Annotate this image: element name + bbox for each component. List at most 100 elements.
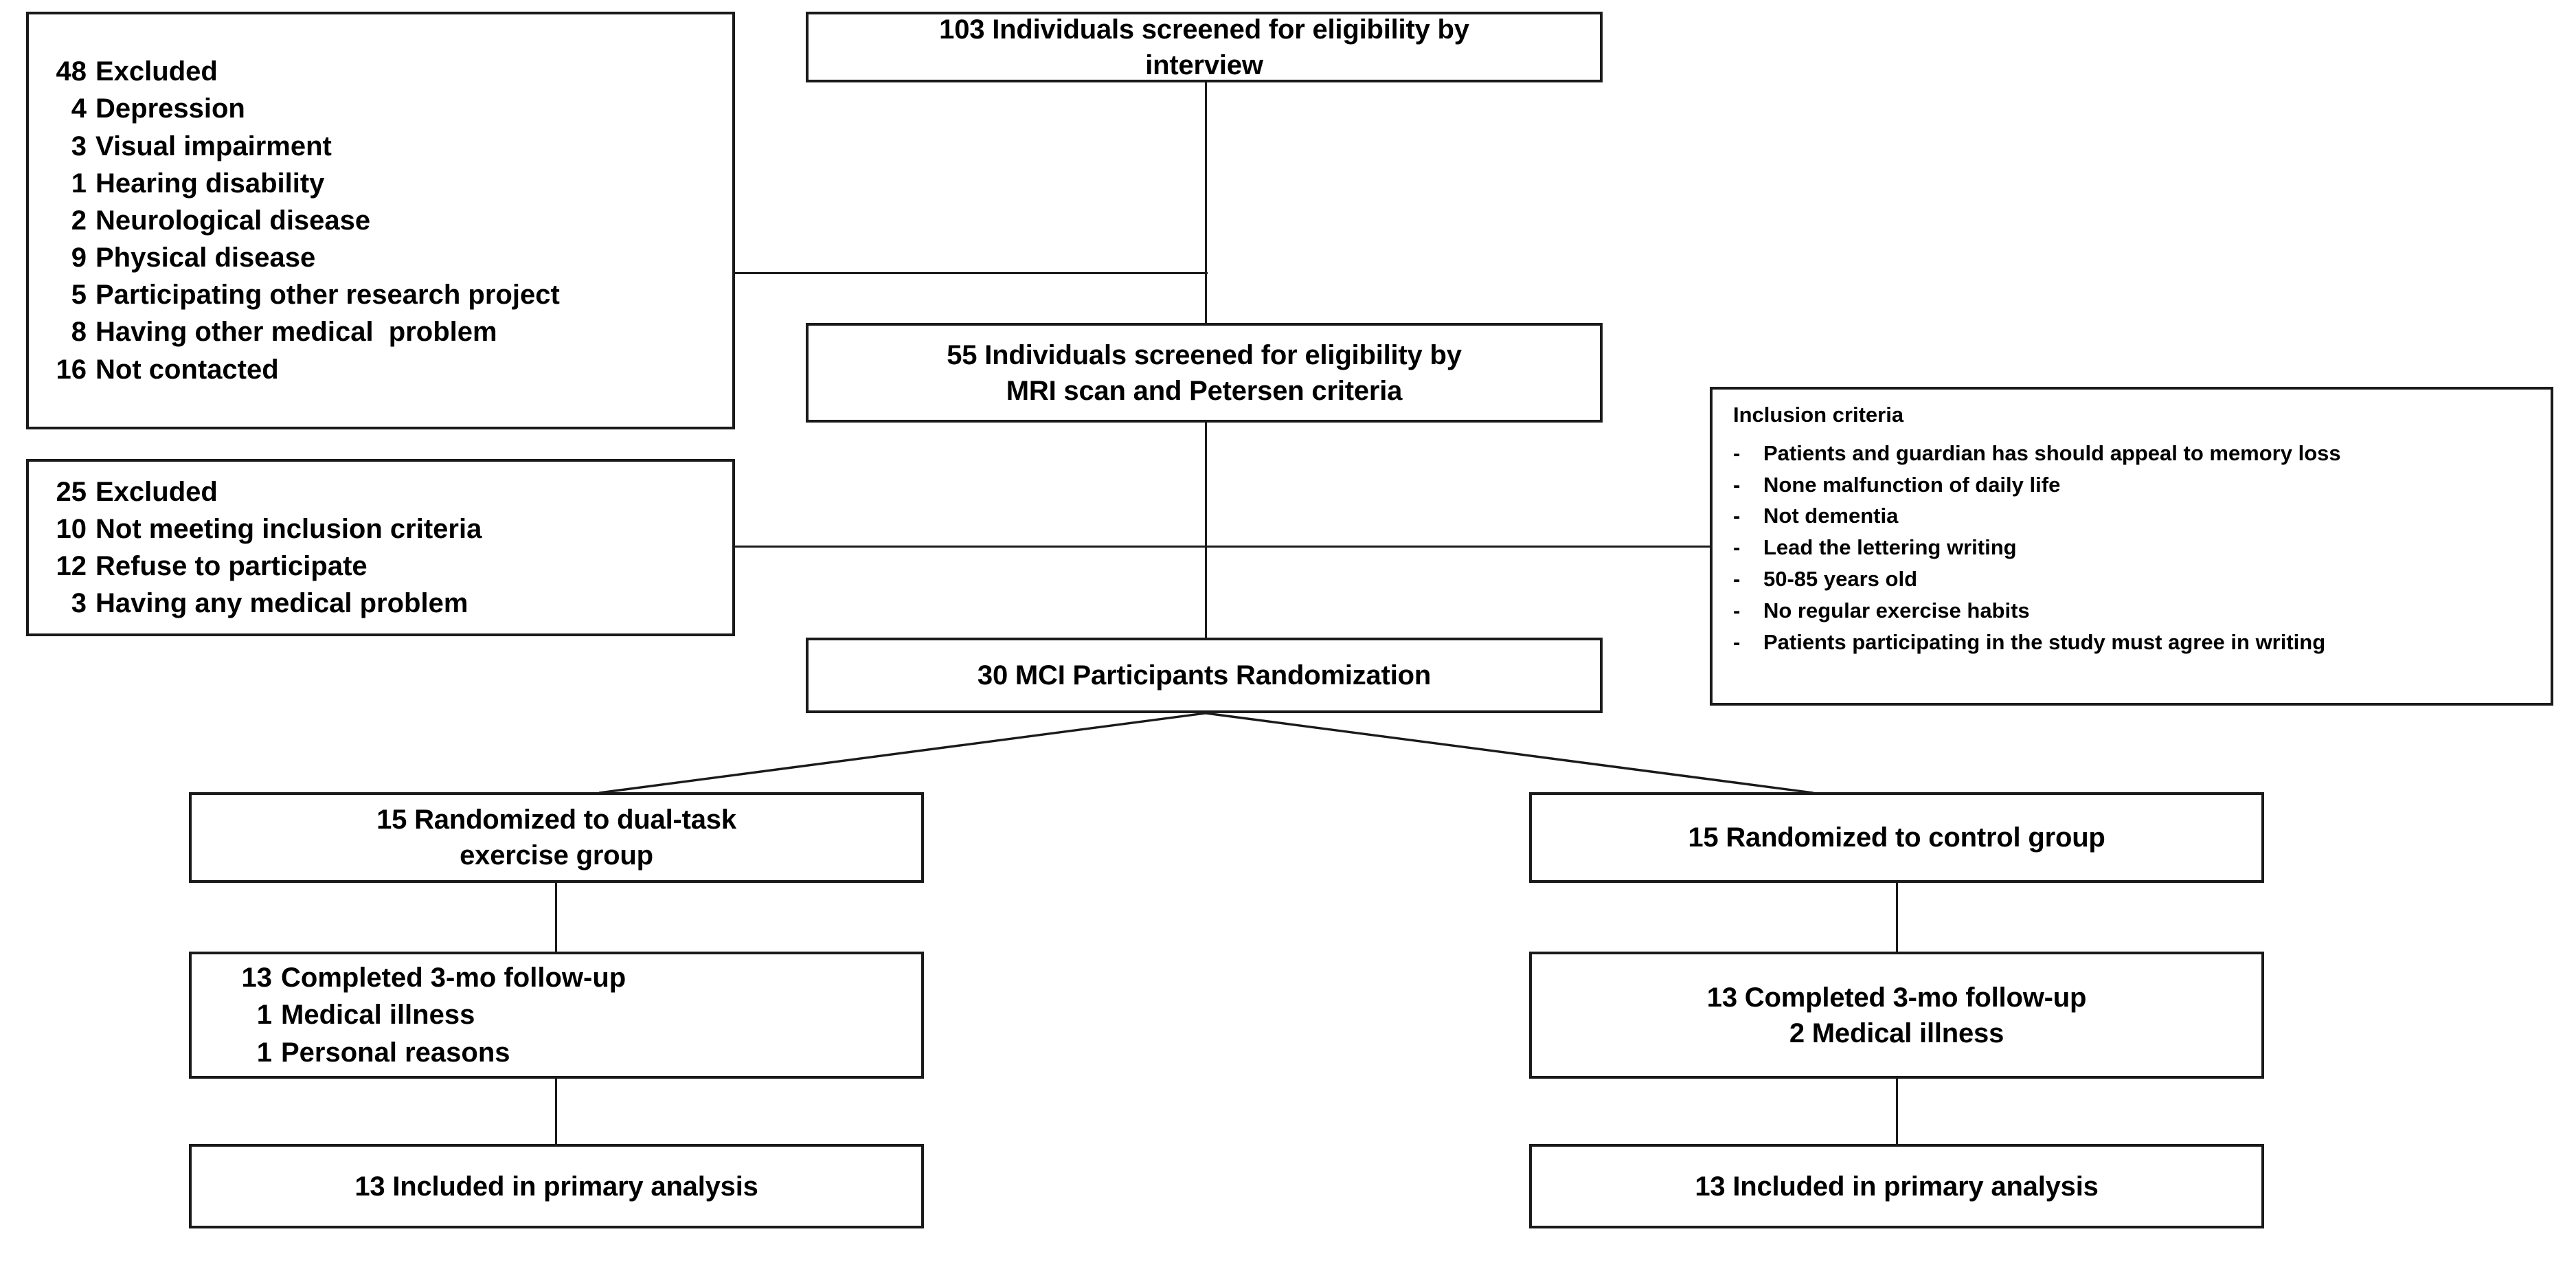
row-label: Hearing disability: [95, 168, 325, 199]
excluded-box-1-row: 9 Physical disease: [44, 239, 732, 276]
bullet-dash-icon: -: [1733, 472, 1741, 497]
excluded-box-1-heading-label: Excluded: [95, 56, 218, 87]
connector-to-excluded-box-1: [735, 272, 1208, 274]
left-arm-allocation-line-1: 15 Randomized to dual-task: [376, 805, 736, 835]
excluded-box-2-heading: 25 Excluded: [44, 473, 732, 510]
row-num: 4: [71, 93, 87, 124]
screened-by-interview-box: 103 Individuals screened for eligibility…: [806, 12, 1603, 82]
right-arm-followup-box: 13 Completed 3-mo follow-up 2 Medical il…: [1529, 952, 2264, 1079]
excluded-box-1-row: 5 Participating other research project: [44, 276, 732, 313]
excluded-box-2-row: 12 Refuse to participate: [44, 548, 732, 585]
row-num: 12: [56, 551, 87, 581]
row-label: Having other medical problem: [95, 317, 497, 348]
row-num: 3: [71, 131, 87, 161]
row-num: 13: [241, 963, 273, 993]
bullet-dash-icon: -: [1733, 629, 1741, 654]
row-label: Visual impairment: [95, 131, 332, 161]
row-label: Personal reasons: [281, 1037, 510, 1068]
excluded-box-1: 48 Excluded 4 Depression 3 Visual impair…: [26, 12, 735, 429]
row-label: Completed 3-mo follow-up: [281, 963, 626, 993]
inclusion-criteria-item: - None malfunction of daily life: [1733, 472, 2540, 498]
excluded-box-1-heading-num: 48: [56, 56, 87, 87]
excluded-box-2-row: 3 Having any medical problem: [44, 585, 732, 622]
randomization-box: 30 MCI Participants Randomization: [806, 638, 1603, 713]
bullet-dash-icon: -: [1733, 598, 1741, 622]
left-arm-followup-row: 1 Medical illness: [229, 996, 909, 1033]
right-arm-analysis-line-1: 13 Included in primary analysis: [1695, 1171, 2099, 1202]
screened-by-mri-box: 55 Individuals screened for eligibility …: [806, 323, 1603, 423]
row-label: Not contacted: [95, 354, 279, 385]
row-num: 8: [71, 317, 87, 348]
connector-to-excluded-box-2-and-criteria: [735, 546, 1712, 548]
connector-randomization-split: [598, 712, 1814, 794]
excluded-box-2-row: 10 Not meeting inclusion criteria: [44, 510, 732, 548]
screened-mri-line-2: MRI scan and Petersen criteria: [1006, 375, 1403, 406]
bullet-dash-icon: -: [1733, 567, 1741, 591]
row-label: Depression: [95, 93, 245, 124]
excluded-box-2-heading-label: Excluded: [95, 476, 218, 507]
inclusion-criteria-item: - No regular exercise habits: [1733, 598, 2540, 624]
inclusion-criteria-item: - Patients participating in the study mu…: [1733, 629, 2540, 655]
screened-mri-line-1: 55 Individuals screened for eligibility …: [947, 339, 1462, 370]
connector-left-followup-to-analysis: [555, 1079, 557, 1144]
criteria-text: None malfunction of daily life: [1763, 472, 2061, 497]
right-arm-analysis-box: 13 Included in primary analysis: [1529, 1144, 2264, 1228]
criteria-text: Lead the lettering writing: [1763, 535, 2017, 560]
connector-mri-to-randomization: [1205, 421, 1207, 639]
screened-interview-line-1: 103 Individuals screened for eligibility…: [939, 14, 1469, 45]
bullet-dash-icon: -: [1733, 535, 1741, 560]
inclusion-criteria-item: - Lead the lettering writing: [1733, 535, 2540, 561]
right-arm-allocation-line-1: 15 Randomized to control group: [1688, 822, 2105, 853]
inclusion-criteria-box: Inclusion criteria - Patients and guardi…: [1710, 387, 2553, 706]
row-label: Neurological disease: [95, 205, 371, 236]
row-num: 16: [56, 354, 87, 385]
excluded-box-2-heading-num: 25: [56, 476, 87, 507]
left-arm-followup-row: 1 Personal reasons: [229, 1034, 909, 1071]
row-num: 1: [256, 1000, 272, 1031]
excluded-box-1-row: 1 Hearing disability: [44, 165, 732, 202]
row-label: Having any medical problem: [95, 588, 468, 619]
connector-screening-to-mri: [1205, 81, 1207, 359]
row-num: 10: [56, 513, 87, 544]
criteria-text: No regular exercise habits: [1763, 598, 2030, 622]
row-label: Participating other research project: [95, 280, 560, 311]
split-line-left: [598, 712, 1206, 794]
connector-left-alloc-to-followup: [555, 883, 557, 952]
row-label: Not meeting inclusion criteria: [95, 513, 482, 544]
excluded-box-1-row: 3 Visual impairment: [44, 128, 732, 165]
criteria-text: Not dementia: [1763, 504, 1899, 528]
connector-right-alloc-to-followup: [1896, 883, 1898, 952]
connector-right-followup-to-analysis: [1896, 1079, 1898, 1144]
screened-interview-line-2: interview: [1145, 49, 1263, 80]
row-label: Physical disease: [95, 243, 316, 273]
left-arm-followup-box: 13 Completed 3-mo follow-up 1 Medical il…: [189, 952, 924, 1079]
row-label: Refuse to participate: [95, 551, 368, 581]
row-num: 9: [71, 243, 87, 273]
excluded-box-1-row: 8 Having other medical problem: [44, 313, 732, 350]
right-arm-followup-line-1: 13 Completed 3-mo follow-up: [1706, 982, 2087, 1013]
randomization-line-1: 30 MCI Participants Randomization: [977, 660, 1432, 690]
excluded-box-1-row: 2 Neurological disease: [44, 202, 732, 239]
criteria-text: Patients participating in the study must…: [1763, 629, 2326, 654]
criteria-text: 50-85 years old: [1763, 567, 1918, 591]
excluded-box-2: 25 Excluded 10 Not meeting inclusion cri…: [26, 459, 735, 636]
bullet-dash-icon: -: [1733, 440, 1741, 465]
inclusion-criteria-item: - Not dementia: [1733, 503, 2540, 529]
excluded-box-1-heading: 48 Excluded: [44, 53, 732, 90]
left-arm-followup-row: 13 Completed 3-mo follow-up: [229, 959, 909, 996]
excluded-box-1-row: 4 Depression: [44, 90, 732, 127]
left-arm-analysis-box: 13 Included in primary analysis: [189, 1144, 924, 1228]
row-num: 1: [256, 1037, 272, 1068]
inclusion-criteria-item: - 50-85 years old: [1733, 566, 2540, 592]
row-num: 1: [71, 168, 87, 199]
criteria-text: Patients and guardian has should appeal …: [1763, 440, 2341, 465]
inclusion-criteria-title: Inclusion criteria: [1733, 403, 1904, 427]
bullet-dash-icon: -: [1733, 504, 1741, 528]
split-line-right: [1205, 712, 1814, 794]
row-label: Medical illness: [281, 1000, 475, 1031]
right-arm-allocation-box: 15 Randomized to control group: [1529, 792, 2264, 883]
row-num: 2: [71, 205, 87, 236]
right-arm-followup-line-2: 2 Medical illness: [1789, 1018, 2004, 1048]
excluded-box-1-row: 16 Not contacted: [44, 351, 732, 388]
